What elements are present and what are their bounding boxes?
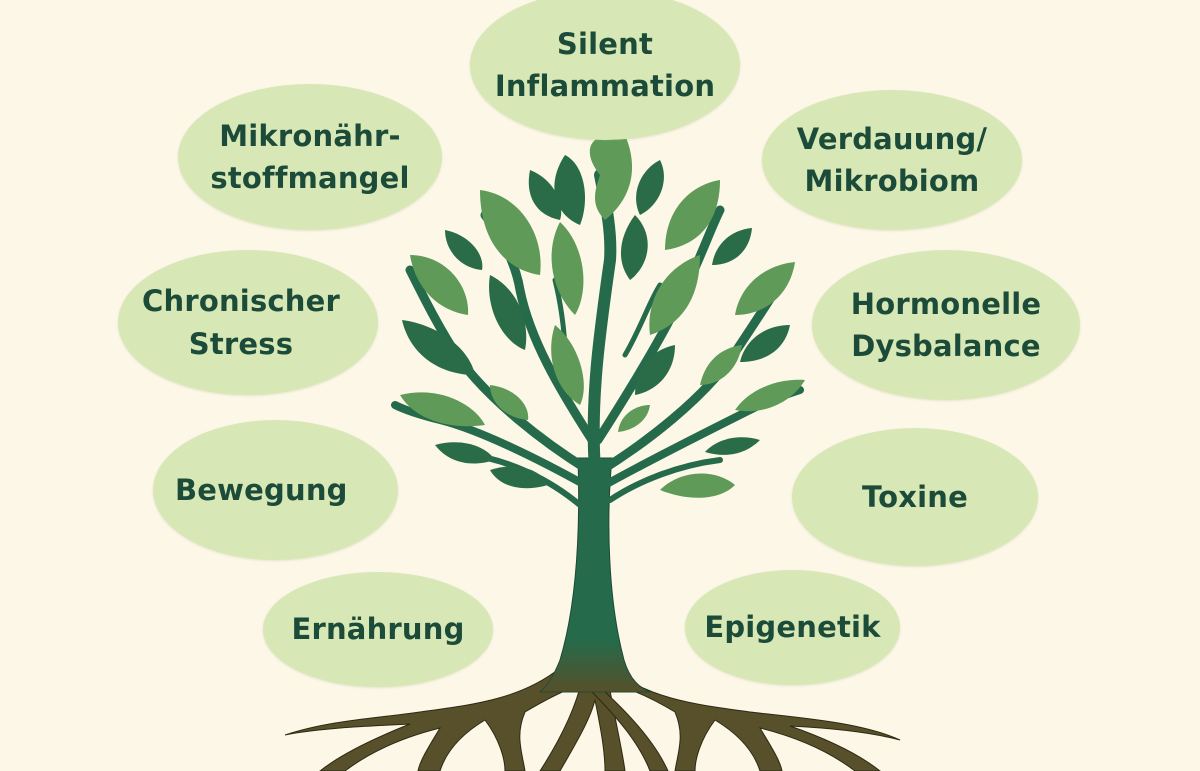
leaves	[400, 134, 805, 498]
bubble-bewegung: Bewegung	[153, 420, 398, 560]
bubble-label: Silent Inflammation	[494, 26, 716, 103]
bubble-label: Ernährung	[291, 612, 465, 647]
bubble-ernaehrung: Ernährung	[263, 572, 493, 687]
bubble-label: Toxine	[861, 479, 968, 514]
bubble-label: Verdauung/ Mikrobiom	[796, 121, 988, 198]
bubble-label: Hormonelle Dysbalance	[850, 286, 1042, 363]
bubble-label: Mikronähr- stoffmangel	[210, 118, 410, 195]
bubble-label: Chronischer Stress	[142, 284, 341, 361]
bubble-verdauung-mikrobiom: Verdauung/ Mikrobiom	[762, 90, 1022, 230]
bubble-silent-inflammation: Silent Inflammation	[470, 0, 740, 140]
bubble-chronischer-stress: Chronischer Stress	[118, 250, 378, 395]
bubble-mikronaehrstoffmangel: Mikronähr- stoffmangel	[178, 84, 442, 230]
bubble-epigenetik: Epigenetik	[685, 570, 900, 685]
roots	[284, 666, 901, 771]
trunk	[538, 457, 651, 693]
bubble-label: Epigenetik	[704, 610, 881, 645]
bubble-toxine: Toxine	[792, 428, 1038, 566]
bubble-label: Bewegung	[175, 472, 348, 507]
bubble-hormonelle-dysbalance: Hormonelle Dysbalance	[812, 250, 1080, 400]
